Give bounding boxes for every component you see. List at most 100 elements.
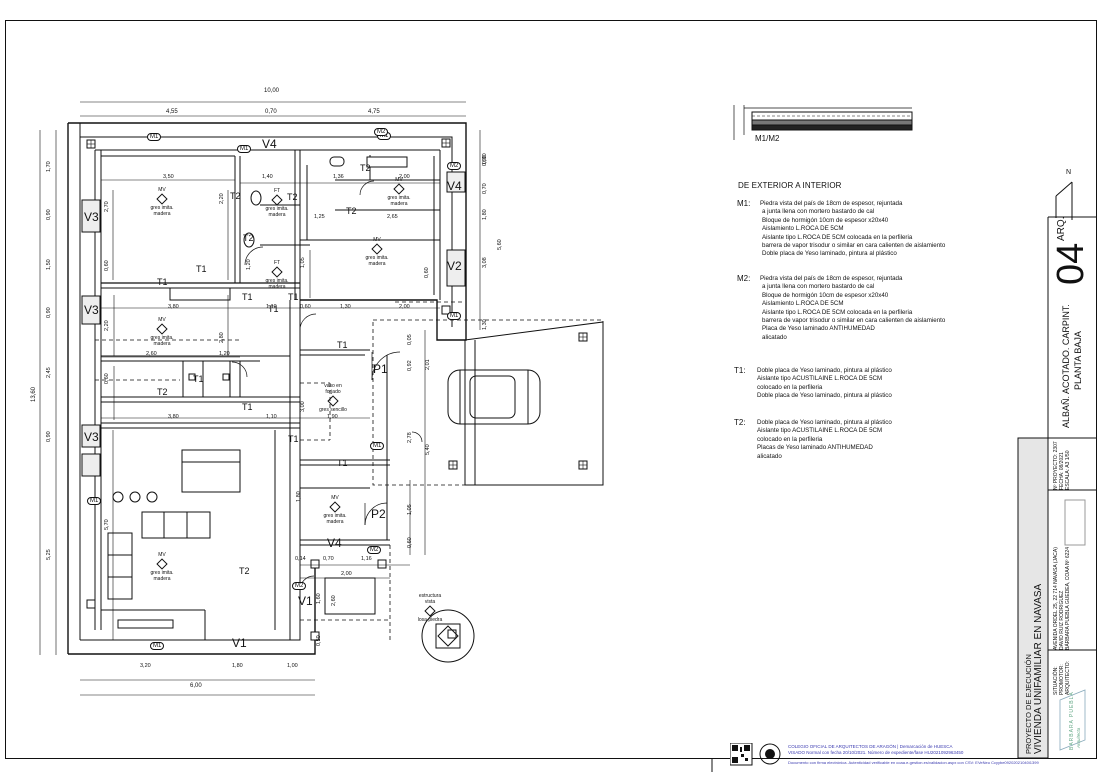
partition-tag: T2 xyxy=(346,206,357,216)
dim-h: 0,60 xyxy=(300,304,311,310)
project-name: VIVIENDA UNIFAMILIAR EN NAVASA xyxy=(1033,583,1044,754)
porch xyxy=(464,321,604,486)
dim-h: 1,10 xyxy=(266,304,277,310)
dim-h: 1,25 xyxy=(314,214,325,220)
floor-finish: gres imita. madera xyxy=(150,205,175,217)
partition-tag: T2 xyxy=(157,387,168,397)
partition-tag: T1 xyxy=(196,264,207,274)
window-tag: V4 xyxy=(327,536,342,550)
wall-lines xyxy=(67,122,467,655)
floor-code: MV xyxy=(158,317,166,323)
qr-code-icon xyxy=(730,743,753,766)
section-detail xyxy=(733,105,913,140)
floor-finish: gres sencillo xyxy=(319,407,347,413)
room-floor-note: MV gres imita. madera xyxy=(362,237,392,267)
floor-finish: losa piedra xyxy=(417,617,443,623)
partition-tag: T1 xyxy=(288,434,299,444)
dimension-lines xyxy=(39,101,481,696)
door-swings xyxy=(231,180,423,591)
wall-tag: M1 xyxy=(237,145,252,153)
sheet-number: 04 xyxy=(1050,242,1092,285)
floor-finish: gres imita. madera xyxy=(265,206,290,218)
partition-tag: T2 xyxy=(230,191,241,201)
partition-tag: T2 xyxy=(239,566,250,576)
wall-tag: M2 xyxy=(374,128,389,136)
partition-tag: T1 xyxy=(268,304,279,314)
floor-finish: gres imita. madera xyxy=(323,513,348,525)
wall-tag: M1 xyxy=(147,133,162,141)
window-frames xyxy=(81,171,466,477)
dim-h: 2,60 xyxy=(146,351,157,357)
window-tag: V2 xyxy=(447,259,462,273)
wall-tag: M1 xyxy=(370,442,385,450)
partition-tag: T2 xyxy=(287,192,298,202)
partition-tag: T2 xyxy=(360,163,371,173)
wall-tag: M1 xyxy=(87,497,102,505)
info-keys: SITUACIÓN:PROMOTOR:ARQUITECTO: xyxy=(1053,660,1072,695)
legend-text-m1: Piedra vista del país de 18cm de espesor… xyxy=(760,200,946,258)
floor-tile-symbol xyxy=(421,609,475,663)
partition-tag: T1 xyxy=(157,277,168,287)
window-tag: V3 xyxy=(84,210,99,224)
dim-h: 2,00 xyxy=(341,571,352,577)
dim-h: 0,14 xyxy=(295,556,306,562)
legend-text-t1: Doble placa de Yeso laminado, pintura al… xyxy=(757,367,892,400)
dim-h: 1,16 xyxy=(361,556,372,562)
visa-footer: Documento con firma electrónica. Autenti… xyxy=(788,760,1039,765)
wall-tag: M2 xyxy=(292,582,307,590)
partition-tag: T1 xyxy=(242,292,253,302)
dim-top-total: 10,00 xyxy=(264,88,280,94)
floor-finish: gres imita. madera xyxy=(265,278,290,290)
window-tag: V1 xyxy=(298,594,313,608)
dim-h: 1,20 xyxy=(219,351,230,357)
pillar-crosses xyxy=(87,139,587,469)
project-label: PROYECTO DE EJECUCIÓN xyxy=(1024,654,1033,754)
legend-code-m2: M2: xyxy=(737,274,751,283)
room-floor-note: MV gres imita. madera xyxy=(320,495,350,525)
legend-text-t2: Doble placa de Yeso laminado, pintura al… xyxy=(757,419,892,460)
floor-code: MV xyxy=(158,552,166,558)
door-tag: P2 xyxy=(371,507,386,521)
wall-tag: M2 xyxy=(367,546,382,554)
floor-code: FT xyxy=(273,260,281,266)
dim-h: 1,40 xyxy=(262,174,273,180)
floor-code: MV xyxy=(331,495,339,501)
floor-code: MV xyxy=(373,237,381,243)
dim-bottom-total: 6,00 xyxy=(190,683,202,689)
door-tag: P1 xyxy=(373,362,388,376)
floor-code: MV xyxy=(395,177,403,183)
room-floor-note: estructura vista losa piedra xyxy=(415,593,445,623)
dim-h: 1,00 xyxy=(287,663,298,669)
dim-h: 3,50 xyxy=(163,174,174,180)
partition-tag: T1 xyxy=(337,458,348,468)
window-tag: V4 xyxy=(447,179,462,193)
floor-finish: gres imita. madera xyxy=(365,255,390,267)
dim-h: 1,80 xyxy=(232,663,243,669)
floor-code: estructura vista xyxy=(418,593,442,605)
info-values: AVENIDA ORDEL 25, 22 714 NAVASA (JACA)DA… xyxy=(1053,547,1072,650)
dim-h: 1,36 xyxy=(333,174,344,180)
sheet-title-1: ALBAÑ. ACOTADO. CARPINT. xyxy=(1061,304,1071,428)
partition-tag: T1 xyxy=(337,340,348,350)
studio-name: BARBARA PUEBLA xyxy=(1069,691,1075,750)
room-floor-note: FT gres imita. madera xyxy=(262,260,292,290)
dim-top-left: 4,55 xyxy=(166,109,178,115)
partition-tag: T1 xyxy=(242,402,253,412)
dashed-outlines xyxy=(95,301,604,640)
dim-h: 0,70 xyxy=(323,556,334,562)
legend-code-t1: T1: xyxy=(734,366,746,375)
dim-h: 2,00 xyxy=(399,174,410,180)
dim-h: 1,30 xyxy=(340,304,351,310)
partition-tag: T1 xyxy=(288,292,299,302)
wall-tag: M1 xyxy=(447,312,462,320)
dim-top-mid: 0,70 xyxy=(265,109,277,115)
dim-top-right: 4,75 xyxy=(368,109,380,115)
